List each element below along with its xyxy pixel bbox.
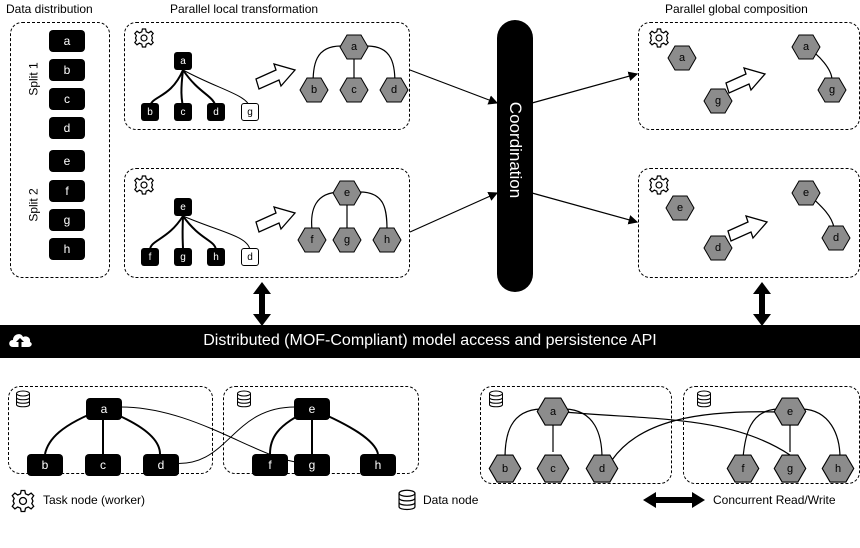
hex-node: f <box>726 454 760 483</box>
database-icon <box>398 489 416 511</box>
hex-node-root: e <box>773 397 807 426</box>
split2-item: g <box>49 209 85 231</box>
tree-node-root: a <box>174 52 192 70</box>
database-icon <box>237 390 251 408</box>
tree-node: f <box>141 248 159 266</box>
database-icon <box>697 390 711 408</box>
tree-node: b <box>141 103 159 121</box>
legend-task-node-label: Task node (worker) <box>43 493 146 507</box>
hex-node: c <box>339 77 369 103</box>
global-composition-panel-1 <box>638 22 860 130</box>
legend-concurrent-label: Concurrent Read/Write <box>713 493 836 507</box>
hex-node-root: a <box>536 397 570 426</box>
split2-item: h <box>49 238 85 260</box>
reference-node: d <box>241 248 259 266</box>
coordination-pillar <box>497 20 533 292</box>
tree-node: b <box>27 454 63 476</box>
hex-node: g <box>817 77 847 103</box>
hex-node: g <box>773 454 807 483</box>
gear-icon <box>134 175 154 195</box>
reference-node: g <box>241 103 259 121</box>
hex-node: h <box>821 454 855 483</box>
hex-node: a <box>667 45 697 71</box>
api-bar <box>0 325 860 358</box>
hex-node: d <box>379 77 409 103</box>
split1-item: d <box>49 117 85 139</box>
cloud-upload-icon <box>9 334 32 349</box>
hex-node: h <box>372 227 402 253</box>
tree-node: h <box>360 454 396 476</box>
hex-node-root: e <box>791 180 821 206</box>
hex-node: f <box>297 227 327 253</box>
database-icon <box>489 390 503 408</box>
tree-node: f <box>252 454 288 476</box>
gear-icon <box>134 28 154 48</box>
hex-node: d <box>585 454 619 483</box>
tree-node: g <box>294 454 330 476</box>
gear-icon <box>11 489 35 513</box>
tree-node-root: e <box>294 398 330 420</box>
gear-icon <box>649 175 669 195</box>
hex-node: g <box>703 88 733 114</box>
split2-label: Split 2 <box>26 188 41 222</box>
hex-node: b <box>488 454 522 483</box>
split1-item: c <box>49 88 85 110</box>
hex-node-root: a <box>791 34 821 60</box>
hex-node: b <box>299 77 329 103</box>
data-distribution-title: Data distribution <box>6 2 93 16</box>
hex-node: d <box>821 225 851 251</box>
data-node-panel-3 <box>480 386 672 484</box>
data-distribution-panel <box>10 22 110 278</box>
hex-node-root: a <box>339 34 369 60</box>
split1-item: a <box>49 30 85 52</box>
hex-node-root: e <box>332 180 362 206</box>
tree-node: d <box>143 454 179 476</box>
local-transformation-panel-1 <box>124 22 410 130</box>
tree-node: c <box>85 454 121 476</box>
split1-label: Split 1 <box>26 62 41 96</box>
global-composition-title: Parallel global composition <box>665 2 808 16</box>
tree-node: h <box>207 248 225 266</box>
tree-node: c <box>174 103 192 121</box>
database-icon <box>16 390 30 408</box>
split2-item: f <box>49 180 85 202</box>
split2-item: e <box>49 150 85 172</box>
hex-node: d <box>703 235 733 261</box>
global-composition-panel-2 <box>638 168 860 278</box>
api-bar-label: Distributed (MOF-Compliant) model access… <box>203 332 657 349</box>
tree-node-root: a <box>86 398 122 420</box>
gear-icon <box>649 28 669 48</box>
coordination-label: Coordination <box>506 101 525 199</box>
local-transformation-panel-2 <box>124 168 410 278</box>
split1-item: b <box>49 59 85 81</box>
legend-data-node-label: Data node <box>423 493 479 507</box>
tree-node: g <box>174 248 192 266</box>
hex-node: e <box>665 195 695 221</box>
hex-node: c <box>536 454 570 483</box>
hex-node: g <box>332 227 362 253</box>
local-transformation-title: Parallel local transformation <box>170 2 319 16</box>
tree-node-root: e <box>174 198 192 216</box>
tree-node: d <box>207 103 225 121</box>
